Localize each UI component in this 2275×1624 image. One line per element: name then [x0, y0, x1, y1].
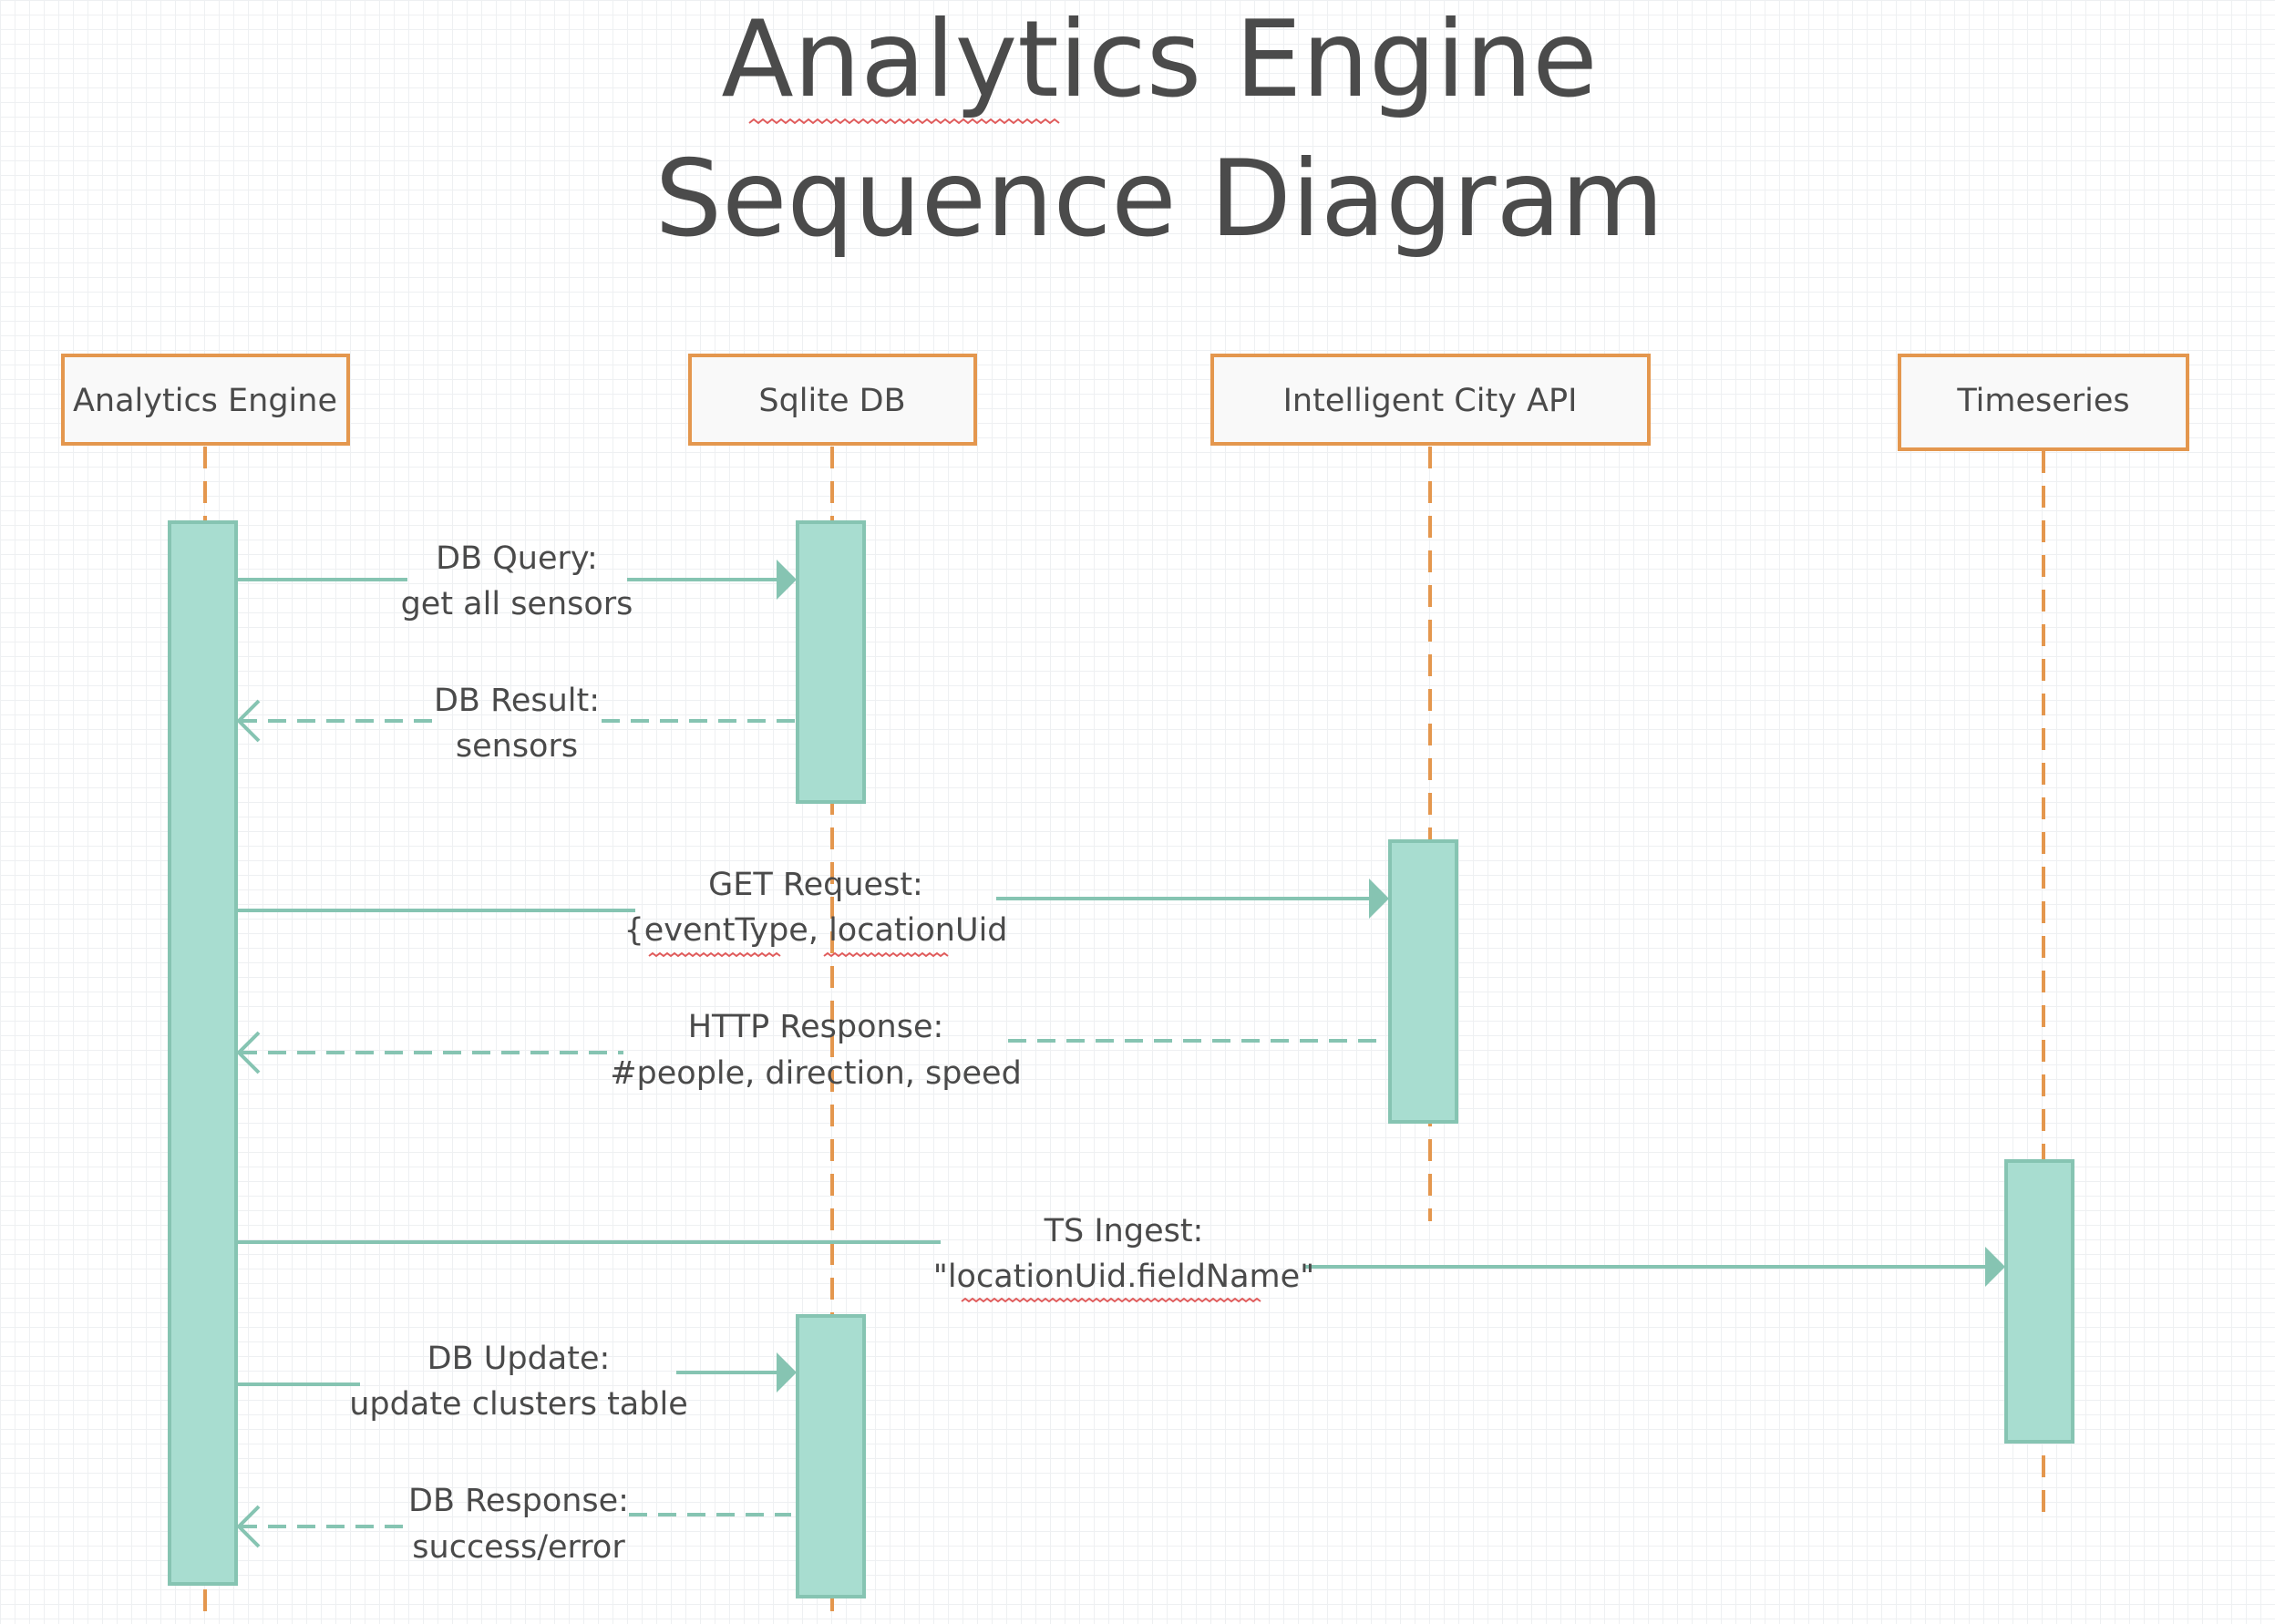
- title-line-1: Analytics Engine: [721, 0, 1597, 121]
- activation-intelligent-city-api: [1388, 839, 1458, 1124]
- message-label-line-1: DB Query:: [436, 540, 598, 577]
- message-db-update[interactable]: DB Update: update clusters table: [236, 1341, 797, 1423]
- actor-label: Timeseries: [1956, 383, 2129, 419]
- arrowhead-icon: [777, 560, 797, 600]
- message-db-result[interactable]: DB Result: sensors: [236, 683, 795, 765]
- actor-sqlite-db[interactable]: Sqlite DB: [688, 354, 977, 446]
- message-label-line-2: success/error: [412, 1529, 625, 1566]
- actor-box: [688, 354, 977, 446]
- actor-label: Intelligent City API: [1283, 383, 1578, 419]
- message-label-line-1: GET Request:: [708, 867, 923, 903]
- actor-box: [1210, 354, 1651, 446]
- spellcheck-underline: [648, 951, 781, 958]
- message-label-line-2: #people, direction, speed: [610, 1055, 1022, 1092]
- message-label-line-1: DB Response:: [408, 1483, 629, 1519]
- arrowhead-icon: [777, 1352, 797, 1393]
- actor-label: Analytics Engine: [73, 383, 337, 419]
- open-arrowhead-icon: [236, 1505, 261, 1548]
- message-label-line-2: sensors: [456, 728, 578, 765]
- open-arrowhead-icon: [236, 1031, 261, 1074]
- spellcheck-underline: [961, 1297, 1261, 1303]
- arrowhead-icon: [1985, 1247, 2005, 1287]
- activation-analytics-engine: [168, 520, 238, 1586]
- message-label-line-1: DB Result:: [434, 683, 600, 719]
- actor-timeseries[interactable]: Timeseries: [1898, 354, 2189, 451]
- actor-box: [1898, 354, 2189, 451]
- actor-label: Sqlite DB: [758, 383, 905, 419]
- message-label-line-2: get all sensors: [401, 586, 633, 622]
- message-label-line-2: update clusters table: [349, 1386, 687, 1423]
- title-line-2: Sequence Diagram: [654, 138, 1663, 261]
- message-get-request[interactable]: GET Request: {eventType, locationUid: [236, 867, 1389, 958]
- activation-sqlite-db-1: [796, 520, 866, 804]
- spellcheck-underline: [823, 951, 949, 958]
- diagram-title: Analytics Engine Sequence Diagram: [654, 0, 1663, 261]
- actor-intelligent-city-api[interactable]: Intelligent City API: [1210, 354, 1651, 446]
- actor-analytics-engine[interactable]: Analytics Engine: [61, 354, 350, 446]
- message-http-response[interactable]: HTTP Response: #people, direction, speed: [236, 1009, 1385, 1092]
- message-db-query[interactable]: DB Query: get all sensors: [236, 540, 797, 622]
- message-label-line-2: {eventType, locationUid: [623, 912, 1007, 949]
- spellcheck-underline: [748, 118, 1060, 125]
- message-label-line-2: "locationUid.fieldName": [933, 1259, 1315, 1295]
- activation-timeseries: [2004, 1159, 2074, 1444]
- message-label-line-1: DB Update:: [427, 1341, 611, 1377]
- message-ts-ingest[interactable]: TS Ingest: "locationUid.fieldName": [236, 1213, 2005, 1303]
- arrowhead-icon: [1369, 879, 1389, 919]
- message-db-response[interactable]: DB Response: success/error: [236, 1483, 791, 1566]
- actor-box: [61, 354, 350, 446]
- open-arrowhead-icon: [236, 699, 261, 743]
- message-label-line-1: TS Ingest:: [1044, 1213, 1204, 1249]
- activation-sqlite-db-2: [796, 1314, 866, 1598]
- message-label-line-1: HTTP Response:: [688, 1009, 944, 1045]
